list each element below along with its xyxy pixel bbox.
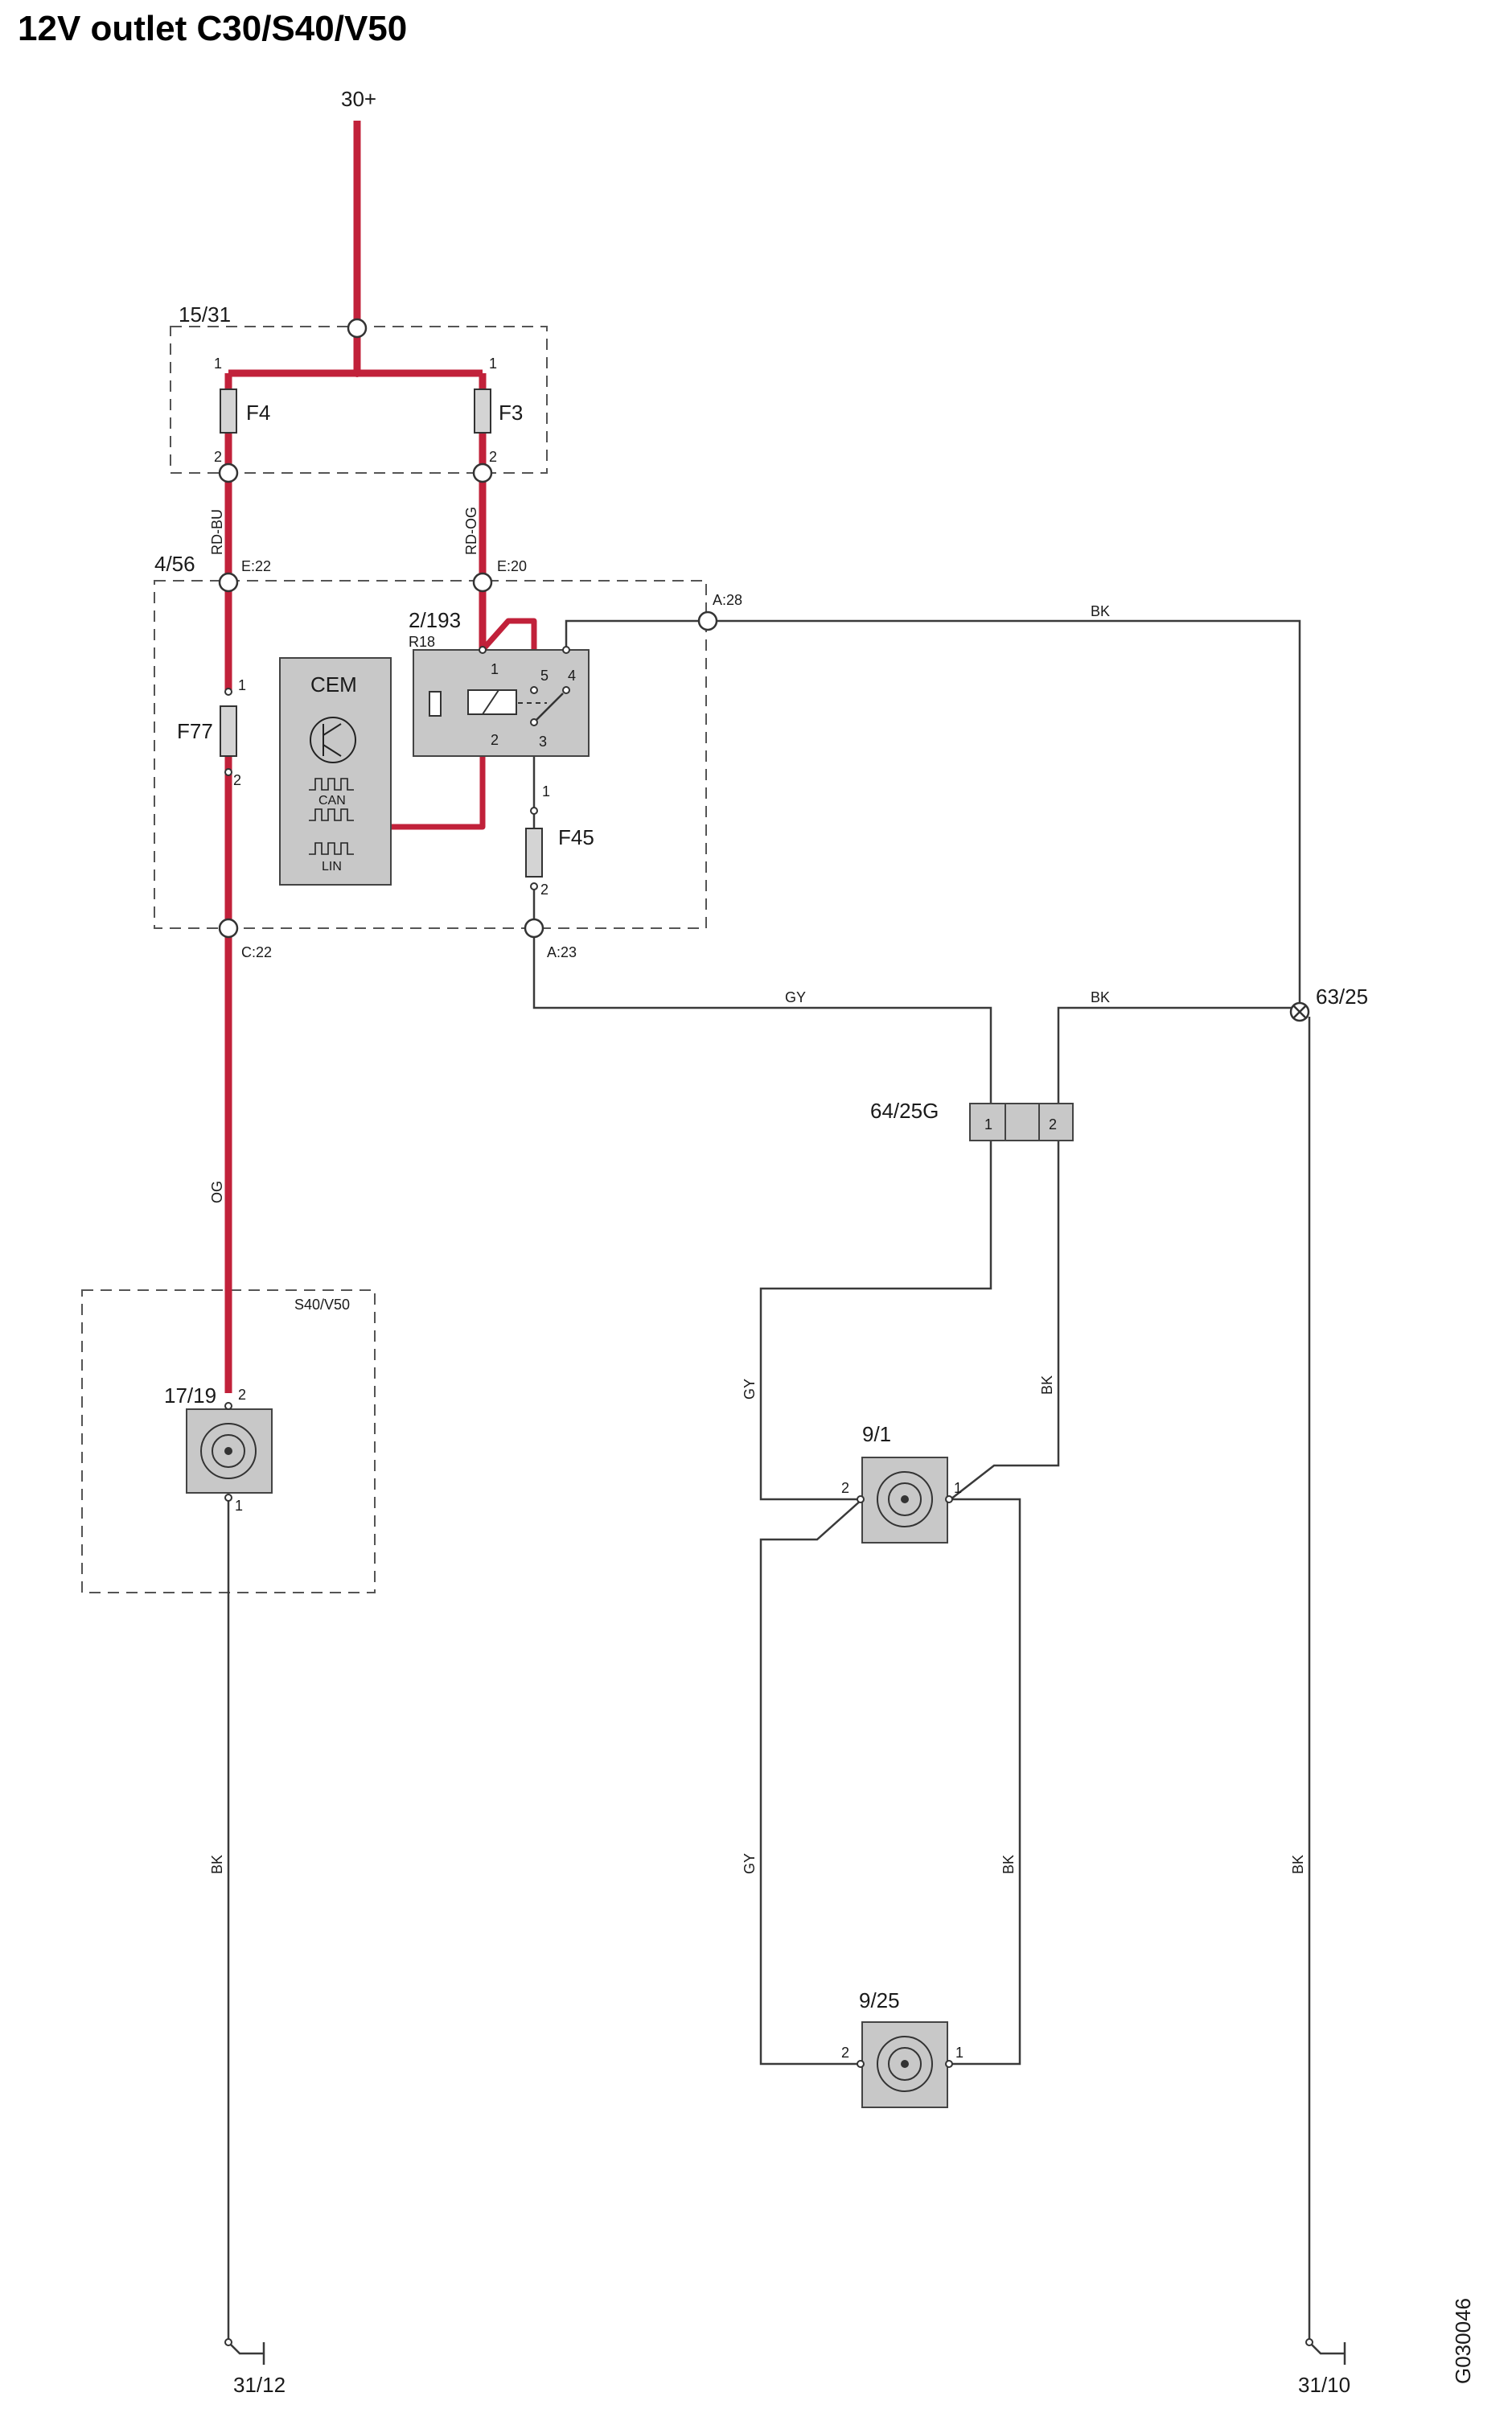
- svg-text:2: 2: [841, 2045, 849, 2061]
- doc-code: G030046: [1451, 2298, 1475, 2384]
- label-15-31: 15/31: [179, 302, 231, 327]
- svg-text:1: 1: [238, 677, 246, 693]
- label-2-193: 2/193: [409, 608, 461, 632]
- label-bk-top: BK: [1091, 603, 1110, 619]
- wire-a28-bk: [708, 619, 1301, 1007]
- svg-text:2: 2: [214, 449, 222, 465]
- label-gy-left: GY: [742, 1379, 758, 1400]
- svg-text:E:20: E:20: [497, 558, 527, 574]
- label-lin: LIN: [322, 860, 342, 874]
- svg-text:2: 2: [238, 1387, 246, 1403]
- label-s40-v50: S40/V50: [294, 1297, 350, 1313]
- ground-right-icon: [1309, 2341, 1346, 2365]
- wire-a23-gy: [532, 929, 992, 1104]
- label-9-1: 9/1: [862, 1422, 891, 1446]
- label-gy-bottom: GY: [742, 1853, 758, 1874]
- svg-text:1: 1: [542, 783, 550, 800]
- label-r18: R18: [409, 634, 435, 650]
- outlet-17-19: [186, 1408, 273, 1494]
- fuse-f3-icon: [474, 388, 491, 434]
- label-30plus: 30+: [341, 87, 376, 111]
- ground-left-icon: [228, 2341, 265, 2365]
- svg-text:5: 5: [540, 668, 549, 684]
- wire-63-bk: [1057, 1006, 1295, 1104]
- cem-module: [279, 657, 392, 886]
- svg-text:C:22: C:22: [241, 944, 272, 960]
- svg-text:1: 1: [955, 2045, 963, 2061]
- label-bk-left: BK: [209, 1855, 225, 1874]
- wire-bk-to-9-25: [951, 1498, 1021, 2066]
- label-31-12: 31/12: [233, 2373, 286, 2397]
- svg-text:2: 2: [491, 732, 499, 748]
- label-bk-far-right: BK: [1290, 1855, 1306, 1874]
- svg-text:1: 1: [214, 356, 222, 372]
- svg-text:2: 2: [841, 1480, 849, 1496]
- page-title: 12V outlet C30/S40/V50: [18, 9, 407, 48]
- connector-64-25g: [969, 1103, 1074, 1141]
- svg-text:1: 1: [489, 356, 497, 372]
- label-f4: F4: [246, 401, 270, 425]
- svg-text:4: 4: [568, 668, 576, 684]
- svg-text:1: 1: [491, 661, 499, 677]
- svg-text:2: 2: [540, 882, 549, 898]
- label-63-25: 63/25: [1316, 985, 1368, 1009]
- label-f77: F77: [177, 719, 213, 743]
- wire-bk-to-9-1: [950, 1141, 1060, 1500]
- label-og: OG: [209, 1181, 225, 1203]
- label-gy-mid: GY: [785, 989, 806, 1005]
- label-64-25g: 64/25G: [870, 1099, 939, 1123]
- cem-control-wire: [389, 743, 486, 830]
- label-f45: F45: [558, 825, 594, 849]
- fuse-f45-icon: [525, 828, 543, 878]
- label-9-25: 9/25: [859, 1988, 900, 2012]
- label-can: CAN: [318, 794, 346, 808]
- svg-text:E:22: E:22: [241, 558, 271, 574]
- label-bk-right: BK: [1039, 1375, 1055, 1395]
- node-e22: [218, 572, 239, 593]
- ground-point-63-25-icon: [1289, 1001, 1310, 1022]
- transistor-icon: [310, 717, 356, 763]
- node-15-31: [347, 318, 368, 339]
- label-4-56: 4/56: [154, 552, 195, 576]
- node-f4-out: [218, 462, 239, 483]
- relay-switch-icon: [533, 693, 564, 723]
- cem-box-4-56: [154, 580, 707, 929]
- label-f3: F3: [499, 401, 523, 425]
- svg-text:A:23: A:23: [547, 944, 577, 960]
- label-rd-bu: RD-BU: [209, 509, 225, 555]
- bus-signal-icon: [309, 778, 354, 855]
- relay-resistor-icon: [429, 691, 442, 717]
- svg-text:1: 1: [954, 1480, 962, 1496]
- svg-text:2: 2: [489, 449, 497, 465]
- node-f3-out: [472, 462, 493, 483]
- node-a23: [524, 918, 544, 939]
- outlet-9-1: [861, 1457, 948, 1544]
- relay-coil-icon: [467, 689, 517, 715]
- fuse-f4-icon: [220, 388, 237, 434]
- svg-text:3: 3: [539, 734, 547, 750]
- label-bk-bottom: BK: [1000, 1855, 1017, 1874]
- svg-text:2: 2: [1049, 1116, 1057, 1133]
- outlet-9-25: [861, 2021, 948, 2108]
- label-rd-og: RD-OG: [463, 507, 479, 555]
- svg-text:A:28: A:28: [713, 592, 742, 608]
- label-17-19: 17/19: [164, 1383, 216, 1408]
- node-a28: [697, 610, 718, 631]
- label-cem: CEM: [310, 672, 357, 697]
- node-c22: [218, 918, 239, 939]
- label-31-10: 31/10: [1298, 2373, 1350, 2397]
- wire-gy-to-9-1: [759, 1141, 992, 1501]
- label-bk-mid: BK: [1091, 989, 1110, 1005]
- fuse-f77-icon: [220, 705, 237, 757]
- svg-text:1: 1: [984, 1116, 992, 1133]
- node-e20: [472, 572, 493, 593]
- wire-gy-to-9-25: [759, 1498, 863, 2066]
- svg-text:1: 1: [235, 1498, 243, 1514]
- svg-text:2: 2: [233, 772, 241, 788]
